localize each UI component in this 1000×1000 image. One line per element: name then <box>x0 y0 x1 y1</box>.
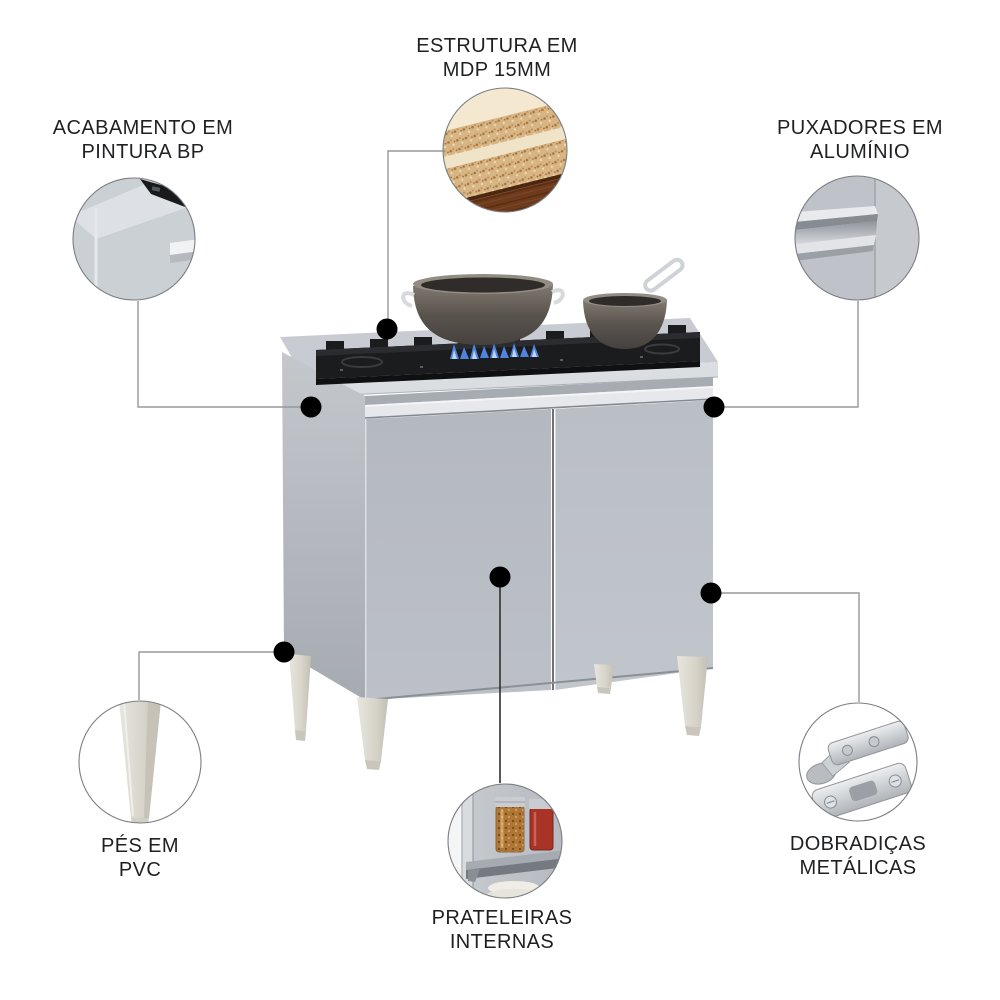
label-line: PUXADORES EM <box>777 117 943 139</box>
leg-front-left <box>357 697 388 761</box>
callout-label-finish: ACABAMENTO EM PINTURA BP <box>53 116 233 164</box>
saucepan <box>583 257 685 349</box>
label-line: ESTRUTURA EM <box>416 35 578 57</box>
connector-finish <box>137 301 303 408</box>
label-line: PÉS EM <box>101 835 179 857</box>
label-line: INTERNAS <box>449 931 555 953</box>
photo-ring-shelves <box>447 783 563 899</box>
callout-label-shelves: PRATELEIRAS INTERNAS <box>432 906 573 954</box>
label-line: METÁLICAS <box>799 857 917 879</box>
leg-back-right <box>594 664 614 688</box>
internal-shelves-photo <box>448 784 562 898</box>
photo-ring-feet <box>78 700 202 824</box>
callout-dot-feet <box>273 641 295 663</box>
callout-dot-shelves <box>489 566 511 588</box>
connector-hinges <box>720 592 860 702</box>
connector-structure <box>387 150 443 322</box>
flame-row <box>450 343 539 359</box>
large-pot <box>401 274 565 345</box>
metal-hinge-photo <box>799 703 917 821</box>
photo-ring-hinges <box>798 702 918 822</box>
aluminum-handle-photo <box>795 176 919 300</box>
connector-feet <box>138 651 276 700</box>
pot-handle-right <box>551 288 565 305</box>
callout-label-feet: PÉS EM PVC <box>101 834 179 882</box>
photo-ring-finish <box>72 177 196 301</box>
callout-dot-handles <box>703 396 725 418</box>
spice-jar-red <box>529 799 554 851</box>
pvc-foot-photo <box>79 701 201 823</box>
label-line: MDP 15MM <box>442 59 552 81</box>
label-line: DOBRADIÇAS <box>789 833 927 855</box>
cabinet-legs <box>289 654 708 770</box>
saucepan-wire-handle <box>643 257 685 293</box>
callout-label-handles: PUXADORES EM ALUMÍNIO <box>777 116 943 164</box>
bp-finish-photo <box>73 178 195 300</box>
label-line: ACABAMENTO EM <box>52 117 234 139</box>
photo-ring-structure <box>442 87 568 213</box>
label-line: PINTURA BP <box>81 141 205 163</box>
cabinet-left-door <box>366 409 551 700</box>
photo-ring-handles <box>794 175 920 301</box>
callout-dot-hinges <box>700 582 722 604</box>
callout-dot-structure <box>376 318 398 340</box>
leg-back-left <box>289 654 311 731</box>
callout-label-structure: ESTRUTURA EM MDP 15MM <box>416 34 577 82</box>
label-line: PVC <box>118 859 162 881</box>
label-line: PRATELEIRAS <box>431 907 573 929</box>
cabinet <box>280 318 719 770</box>
callout-dot-finish <box>300 396 322 418</box>
leg-front-right <box>677 656 708 727</box>
label-line: ALUMÍNIO <box>810 141 910 163</box>
cabinet-right-door <box>555 400 713 690</box>
pot-handle-left <box>401 291 415 308</box>
callout-label-hinges: DOBRADIÇAS METÁLICAS <box>790 832 926 880</box>
connector-handles <box>722 301 859 408</box>
spice-jar-amber <box>495 797 525 853</box>
cabinet-side-panel <box>282 352 365 700</box>
handle-strip <box>365 386 713 418</box>
cooktop-front-lip <box>316 361 700 385</box>
